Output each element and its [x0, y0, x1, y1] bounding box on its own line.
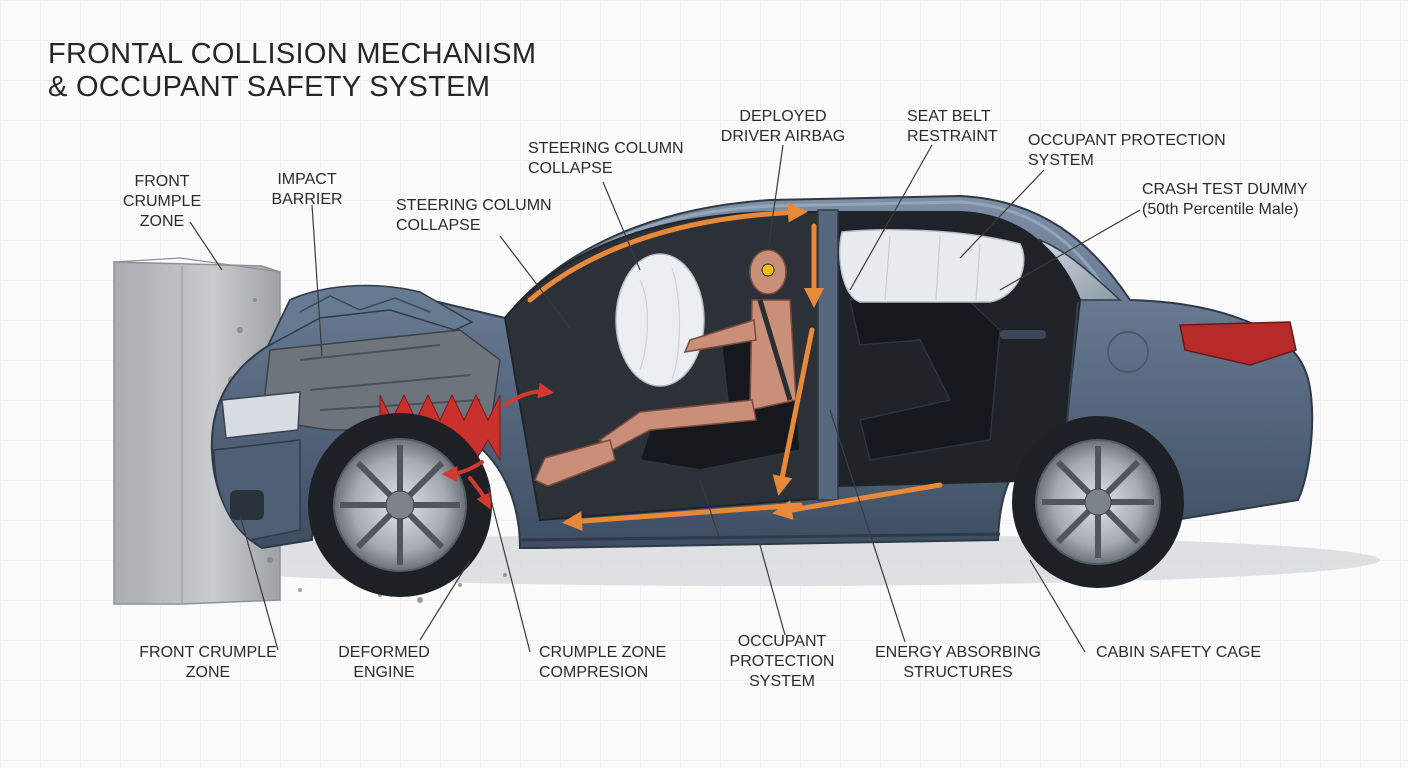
label-cabin-safety-cage: CABIN SAFETY CAGE [1096, 644, 1262, 661]
label-crash-test-dummy: CRASH TEST DUMMY (50th Percentile Male) [1142, 181, 1308, 218]
leader-lines [189, 144, 1141, 653]
label-deployed-driver-airbag: DEPLOYED DRIVER AIRBAG [720, 108, 846, 145]
curtain-airbag [839, 229, 1025, 303]
label-steering-column-collapse-lower: STEERING COLUMN COLLAPSE [396, 197, 552, 234]
label-front-crumple-zone-bottom: FRONT CRUMPLE ZONE [139, 644, 277, 681]
label-seat-belt-restraint: SEAT BELT RESTRAINT [907, 108, 998, 145]
label-steering-column-collapse-upper: STEERING COLUMN COLLAPSE [528, 140, 684, 177]
front-wheel [308, 413, 492, 597]
diagram-title: FRONTAL COLLISION MECHANISM & OCCUPANT S… [48, 38, 536, 104]
label-crumple-zone-compression: CRUMPLE ZONE COMPRESION [539, 644, 667, 681]
driver-airbag [615, 253, 705, 387]
label-energy-absorbing-structures: ENERGY ABSORBING STRUCTURES [875, 644, 1041, 681]
label-front-crumple-zone-top: FRONT CRUMPLE ZONE [122, 173, 202, 230]
curtain-airbag-seams [884, 235, 981, 301]
title-line-1: FRONTAL COLLISION MECHANISM [48, 38, 537, 70]
crash-test-dummy [534, 249, 797, 487]
crush-arrows [441, 382, 555, 510]
label-impact-barrier: IMPACT BARRIER [271, 171, 343, 208]
label-occupant-protection-system-top: OCCUPANT PROTECTION SYSTEM [1028, 132, 1226, 169]
label-occupant-protection-system-bottom: OCCUPANT PROTECTION SYSTEM [729, 633, 835, 690]
label-deformed-engine: DEFORMED ENGINE [338, 644, 430, 681]
rear-wheel [1012, 416, 1184, 588]
force-path-arrows [527, 202, 943, 532]
seat-belt [757, 299, 793, 401]
dummy-target-marker [761, 263, 775, 277]
title-line-2: & OCCUPANT SAFETY SYSTEM [48, 71, 491, 103]
